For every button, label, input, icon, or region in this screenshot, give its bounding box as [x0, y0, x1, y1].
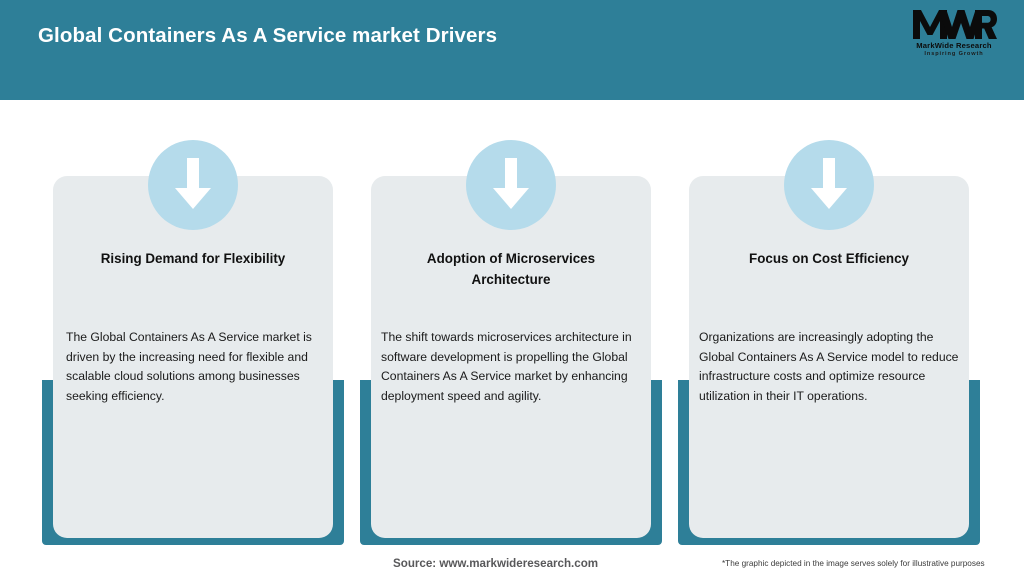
- card-title: Adoption of Microservices Architecture: [426, 251, 596, 287]
- down-arrow-icon: [784, 140, 874, 230]
- card-title: Focus on Cost Efficiency: [749, 251, 909, 266]
- disclaimer-label: *The graphic depicted in the image serve…: [722, 559, 985, 568]
- page-title: Global Containers As A Service market Dr…: [38, 24, 498, 47]
- brand-logo: MarkWide Research Inspiring Growth: [902, 8, 1006, 64]
- drivers-card-group: Rising Demand for Flexibility The Global…: [0, 100, 1024, 550]
- page-header: Global Containers As A Service market Dr…: [0, 0, 1024, 100]
- down-arrow-glyph: [493, 158, 529, 209]
- down-arrow-glyph: [811, 158, 847, 209]
- source-label: Source: www.markwideresearch.com: [393, 557, 599, 570]
- down-arrow-icon: [148, 140, 238, 230]
- card-panel: [371, 176, 651, 538]
- down-arrow-icon: [466, 140, 556, 230]
- card-body: Organizations are increasingly adopting …: [699, 330, 959, 403]
- driver-card: Adoption of Microservices Architecture T…: [360, 100, 662, 550]
- card-panel: [53, 176, 333, 538]
- driver-card: Rising Demand for Flexibility The Global…: [42, 100, 344, 550]
- card-title: Rising Demand for Flexibility: [100, 251, 286, 266]
- card-body: The Global Containers As A Service marke…: [66, 330, 312, 403]
- mwr-logo-icon: [913, 10, 997, 39]
- card-panel: [689, 176, 969, 538]
- down-arrow-glyph: [175, 158, 211, 209]
- card-body: The shift towards microservices architec…: [381, 330, 632, 403]
- driver-card: Focus on Cost Efficiency Organizations a…: [678, 100, 980, 550]
- logo-tagline: Inspiring Growth: [924, 51, 984, 57]
- logo-name: MarkWide Research: [916, 41, 992, 50]
